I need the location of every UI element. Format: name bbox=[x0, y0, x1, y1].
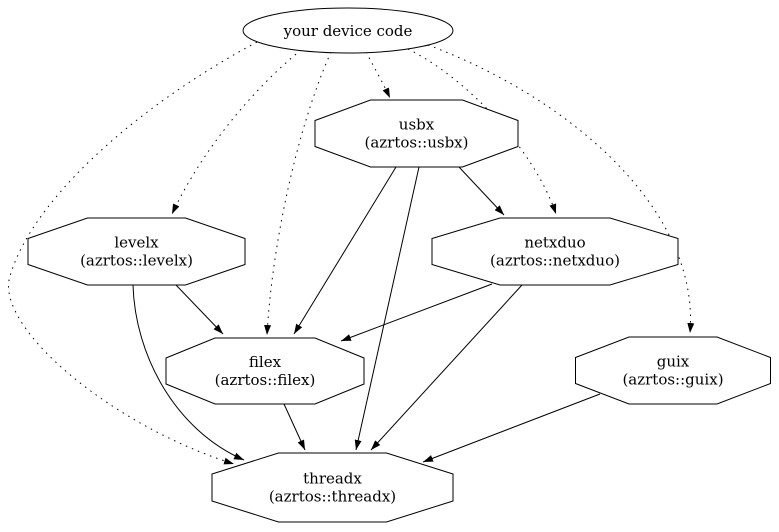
node-netxduo-sublabel: (azrtos::netxduo) bbox=[490, 252, 620, 270]
node-device: your device code bbox=[242, 7, 454, 54]
node-netxduo-label: netxduo bbox=[524, 234, 585, 252]
node-usbx-label: usbx bbox=[399, 116, 435, 134]
node-threadx-shape bbox=[211, 452, 454, 523]
edge-levelx-filex bbox=[175, 284, 224, 335]
edge-guix-threadx bbox=[422, 393, 601, 463]
node-guix: guix (azrtos::guix) bbox=[575, 336, 771, 405]
edge-netxduo-filex bbox=[340, 283, 493, 342]
edge-usbx-filex bbox=[293, 166, 397, 335]
node-filex: filex (azrtos::filex) bbox=[165, 337, 365, 405]
edge-levelx-threadx bbox=[132, 284, 245, 461]
node-levelx: levelx (azrtos::levelx) bbox=[27, 217, 246, 286]
edge-device-filex bbox=[264, 51, 332, 336]
node-filex-sublabel: (azrtos::filex) bbox=[215, 371, 316, 389]
node-guix-label: guix bbox=[657, 353, 690, 371]
edge-usbx-threadx bbox=[354, 166, 420, 451]
node-usbx: usbx (azrtos::usbx) bbox=[314, 99, 519, 168]
node-filex-label: filex bbox=[249, 353, 282, 371]
edge-filex-threadx bbox=[283, 403, 306, 451]
node-netxduo: netxduo (azrtos::netxduo) bbox=[431, 217, 679, 286]
node-netxduo-shape bbox=[431, 217, 679, 286]
edge-device-threadx bbox=[8, 41, 258, 465]
node-levelx-sublabel: (azrtos::levelx) bbox=[80, 252, 193, 270]
node-guix-sublabel: (azrtos::guix) bbox=[622, 371, 723, 389]
edge-device-netxduo bbox=[407, 48, 557, 215]
node-threadx-label: threadx bbox=[303, 470, 362, 488]
edge-device-guix bbox=[427, 44, 695, 334]
node-guix-shape bbox=[575, 336, 771, 405]
node-filex-shape bbox=[165, 337, 365, 405]
node-usbx-shape bbox=[314, 99, 519, 168]
edge-usbx-netxduo bbox=[458, 166, 505, 216]
edge-device-levelx bbox=[171, 49, 302, 215]
edge-netxduo-threadx bbox=[370, 284, 523, 451]
node-threadx: threadx (azrtos::threadx) bbox=[211, 452, 454, 523]
node-threadx-sublabel: (azrtos::threadx) bbox=[269, 488, 396, 506]
edge-device-usbx bbox=[365, 51, 391, 99]
node-device-label: your device code bbox=[283, 22, 413, 40]
node-levelx-shape bbox=[27, 217, 246, 286]
node-levelx-label: levelx bbox=[114, 234, 159, 252]
node-usbx-sublabel: (azrtos::usbx) bbox=[364, 134, 468, 152]
node-device-shape bbox=[242, 7, 454, 54]
